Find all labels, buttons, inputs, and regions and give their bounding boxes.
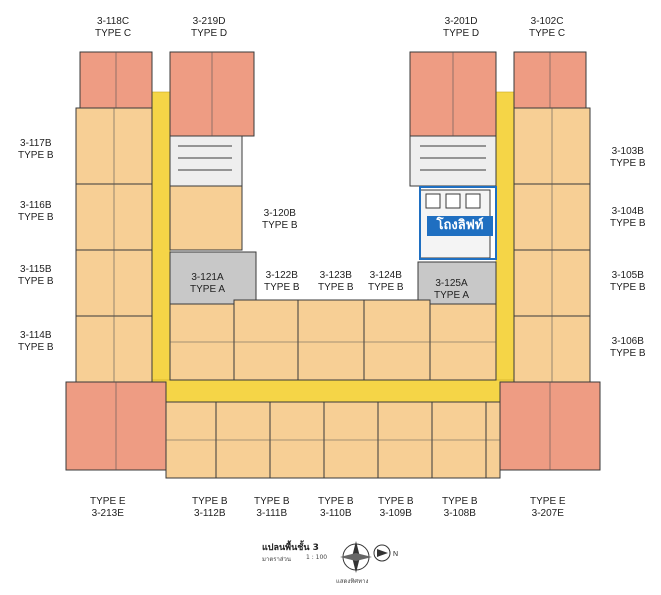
lift-hall-label: โถงลิฟท์ <box>427 216 493 236</box>
north-arrow-icon <box>373 544 391 562</box>
scale-value: 1 : 100 <box>306 554 328 561</box>
plan-title: แปลนพื้นชั้น 3 <box>262 543 319 553</box>
middle-row-units <box>169 299 497 381</box>
lift-hall-frame: โถงลิฟท์ <box>419 186 497 260</box>
type-a-units <box>169 251 497 305</box>
scale-caption: มาตราส่วน <box>262 556 291 563</box>
left-core <box>169 135 243 187</box>
north-label: N <box>393 551 398 558</box>
partitions <box>113 52 553 470</box>
compass-caption: แสดงทิศทาง <box>336 578 369 585</box>
compass-icon <box>340 541 372 573</box>
